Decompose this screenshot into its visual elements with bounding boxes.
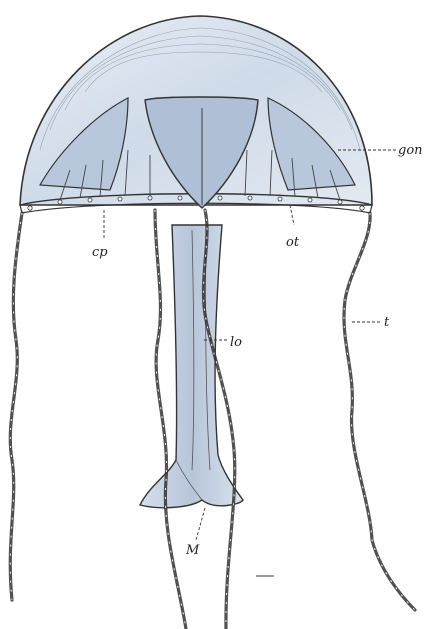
label-cp: cp <box>92 245 108 260</box>
label-M: M <box>185 543 200 558</box>
label-t: t <box>384 315 390 330</box>
leader-lines <box>104 150 396 540</box>
label-lo: lo <box>230 335 242 350</box>
label-gon: gon <box>398 143 423 158</box>
label-ot: ot <box>286 235 300 250</box>
